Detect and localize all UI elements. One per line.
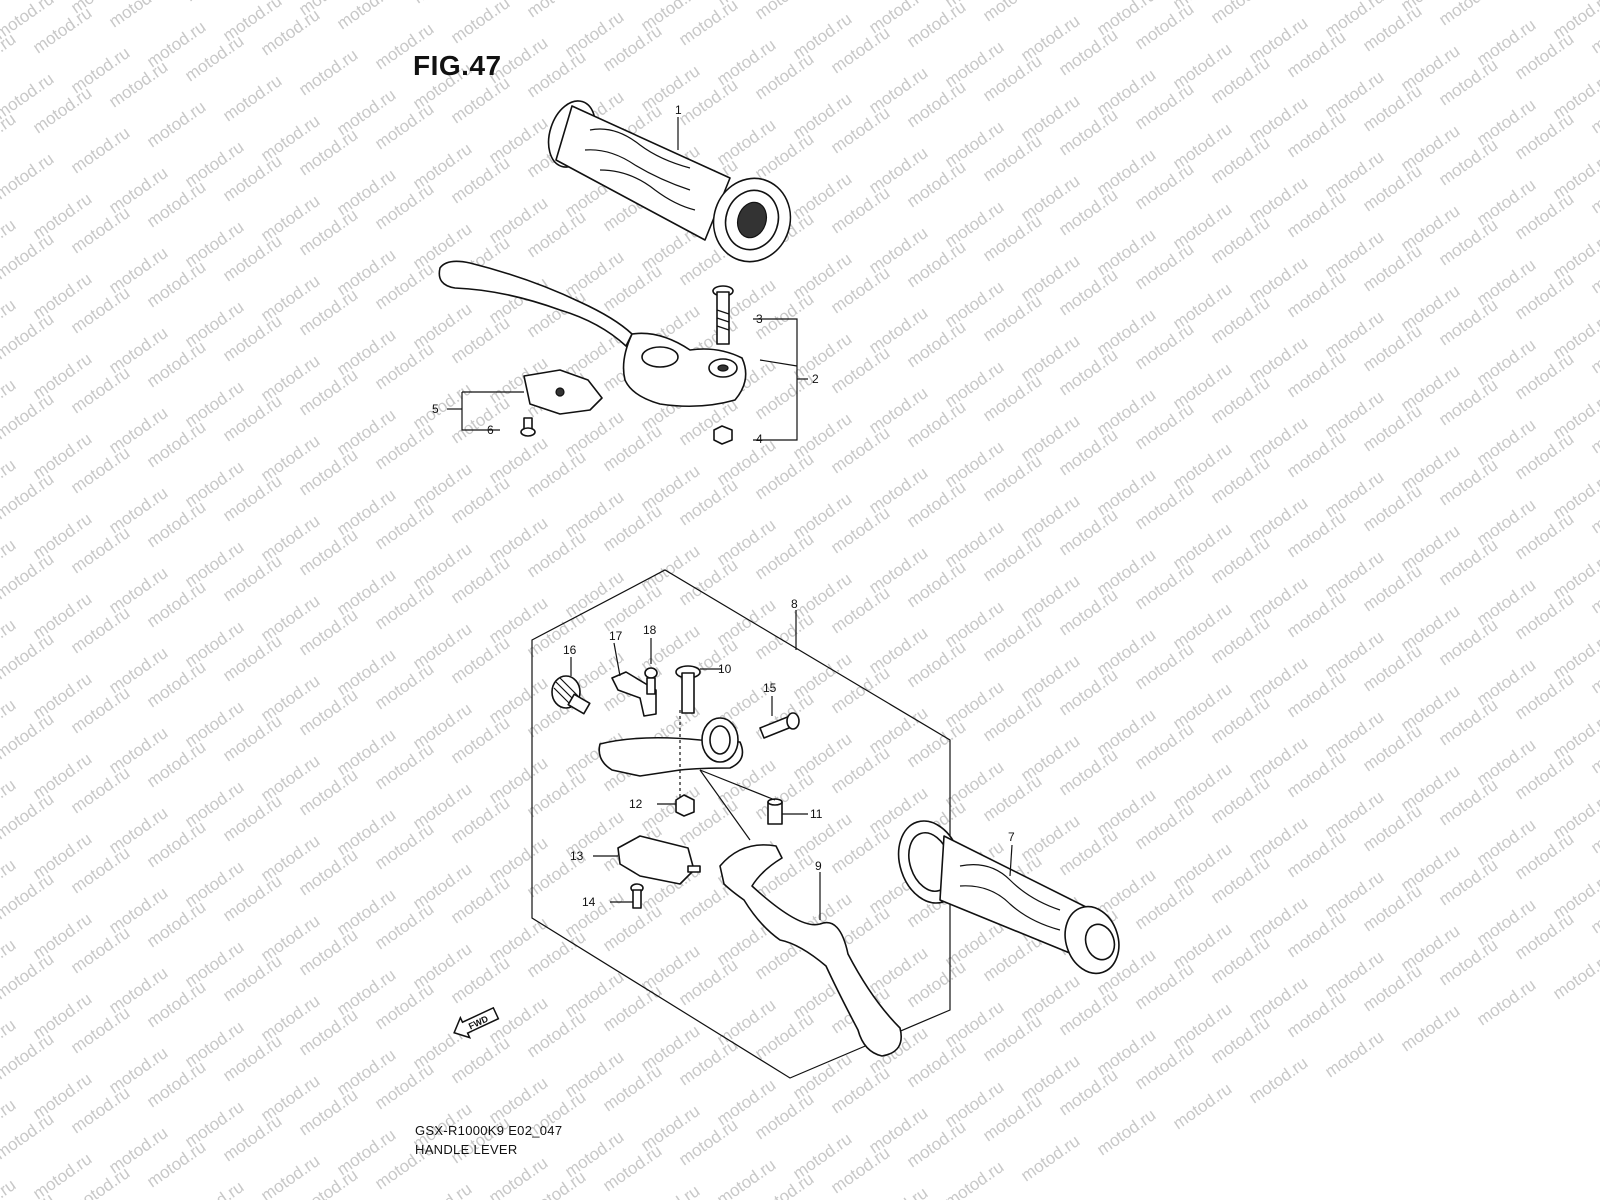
small-screw-part xyxy=(644,667,658,695)
bracket-part xyxy=(611,671,657,717)
collar-part xyxy=(767,798,783,825)
callout-7: 7 xyxy=(1008,830,1015,844)
callout-12: 12 xyxy=(629,797,643,811)
callout-16: 16 xyxy=(563,643,577,657)
lever-holder-part xyxy=(598,717,744,777)
callout-4: 4 xyxy=(756,432,763,446)
model-code-caption: GSX-R1000K9 E02_047 xyxy=(415,1123,563,1138)
pivot-bolt-part xyxy=(712,285,734,345)
clutch-switch-screw-part xyxy=(630,883,644,909)
callout-8: 8 xyxy=(791,597,798,611)
brake-lever-part xyxy=(438,260,747,408)
left-grip-part xyxy=(897,820,1120,975)
callout-6: 6 xyxy=(487,423,494,437)
nut-part xyxy=(713,425,733,445)
bracket-bolt-part xyxy=(759,712,800,739)
clutch-lever-assembly-outline xyxy=(531,569,951,1079)
callout-9: 9 xyxy=(815,859,822,873)
switch-screw-part xyxy=(520,417,536,437)
callout-3: 3 xyxy=(756,312,763,326)
clutch-switch-part xyxy=(617,835,701,885)
throttle-grip-part xyxy=(547,100,792,263)
callout-10: 10 xyxy=(718,662,732,676)
lever-pivot-bolt-part xyxy=(675,665,701,714)
callout-17: 17 xyxy=(609,629,623,643)
clutch-lever-part xyxy=(719,844,902,1057)
callout-18: 18 xyxy=(643,623,657,637)
callout-2: 2 xyxy=(812,372,819,386)
brake-switch-part xyxy=(523,369,603,415)
lever-nut-part xyxy=(675,794,695,817)
figure-title: FIG.47 xyxy=(413,50,502,81)
section-name-caption: HANDLE LEVER xyxy=(415,1142,518,1157)
callout-5: 5 xyxy=(432,402,439,416)
callout-11: 11 xyxy=(810,807,823,821)
callout-1: 1 xyxy=(675,103,682,117)
callout-13: 13 xyxy=(570,849,584,863)
callout-15: 15 xyxy=(763,681,777,695)
forward-direction-arrow: FWD xyxy=(453,1006,500,1039)
adjuster-part xyxy=(551,675,591,715)
callout-14: 14 xyxy=(582,895,596,909)
